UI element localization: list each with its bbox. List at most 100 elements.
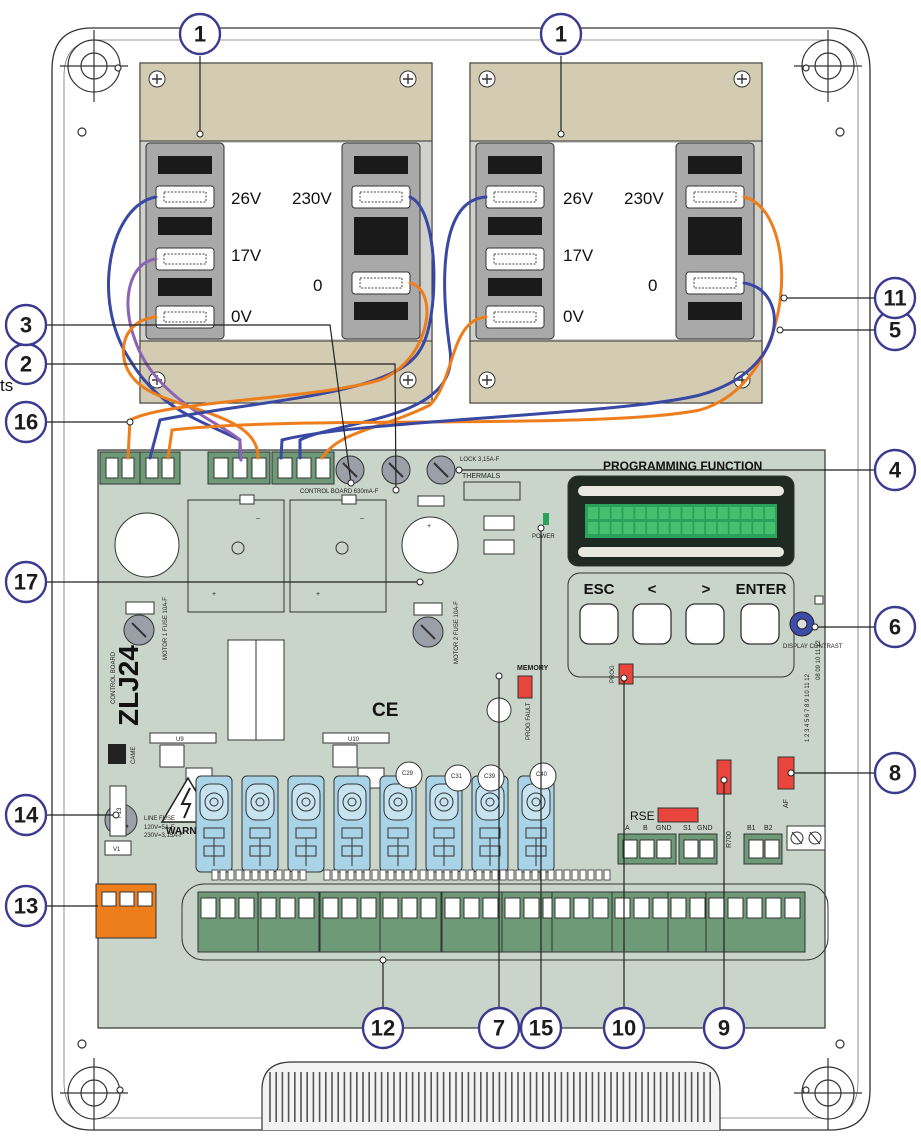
term-a: A: [625, 825, 630, 832]
thermals-label: THERMALS: [462, 473, 500, 480]
callout-12: 12: [371, 1016, 395, 1041]
terminal-block: [441, 891, 504, 953]
line-fuse-120: 120V=5A-F: [144, 825, 175, 831]
term-b: B: [643, 825, 648, 832]
callout-11: 11: [883, 286, 906, 311]
callout-bubble-15: [519, 1006, 563, 1050]
memory-label: MEMORY: [517, 665, 549, 672]
t1-label-230v: 230V: [292, 189, 332, 208]
svg-text:+: +: [427, 523, 431, 530]
terminal-block: [319, 891, 382, 953]
relay: [379, 775, 417, 873]
display-contrast-label: DISPLAY CONTRAST: [783, 644, 843, 650]
t2-label-17v: 17V: [563, 246, 594, 265]
terminal-block: [379, 891, 442, 953]
line-input-terminal: [95, 883, 157, 939]
control-board-fuse-label: CONTROL BOARD 630mA-F: [300, 489, 379, 495]
terminal-block: [551, 891, 614, 953]
callout-2: 2: [20, 352, 32, 377]
relay: [517, 775, 555, 873]
callout-15: 15: [529, 1016, 553, 1041]
term-b2: B2: [764, 825, 773, 832]
callout-16: 16: [14, 410, 38, 435]
left-button[interactable]: [632, 603, 672, 645]
wiring: [107, 195, 784, 462]
line-fuse-230: 230V=3,15A-F: [144, 833, 183, 839]
relay: [287, 775, 325, 873]
rse-label: RSE: [630, 809, 655, 823]
t1-label-17v: 17V: [231, 246, 262, 265]
board-model: ZLJ24: [113, 645, 144, 726]
btn-label-enter: ENTER: [736, 581, 787, 598]
right-button[interactable]: [685, 603, 725, 645]
label-v1: V1: [113, 847, 121, 853]
callout-6: 6: [889, 615, 901, 640]
prog-label: PROG: [610, 665, 616, 683]
vent-grille: [261, 1061, 721, 1130]
callout-bubble-9: [702, 1006, 746, 1050]
callout-bubble-14: [4, 793, 48, 837]
cap-c29: C29: [402, 771, 414, 777]
callout-bubble-4: [873, 448, 917, 492]
board-model-caption: CONTROL BOARD: [111, 651, 117, 704]
relay: [195, 775, 233, 873]
term-s1: S1: [683, 825, 692, 832]
transformer-1: 26V 17V 0V 230V 0: [139, 62, 433, 404]
terminal-block: [667, 891, 711, 953]
t2-label-26v: 26V: [563, 189, 594, 208]
callout-bubble-8: [873, 751, 917, 795]
cap-c40: C40: [536, 772, 548, 778]
cap-c31: C31: [451, 774, 463, 780]
callout-7: 7: [493, 1016, 505, 1041]
esc-button[interactable]: [579, 603, 619, 645]
margin-text-fragment: ts: [0, 376, 13, 395]
callout-bubble-1a: [178, 12, 222, 56]
relay: [425, 775, 463, 873]
prog-fault-label: PROG FAULT: [526, 702, 532, 740]
t2-label-0v: 0V: [563, 307, 584, 326]
terminal-block: [705, 891, 806, 953]
transformer-2: 26V 17V 0V 230V 0: [469, 62, 763, 404]
enter-button[interactable]: [740, 603, 780, 645]
terminal-block: [197, 891, 260, 953]
callout-bubble-12: [361, 1006, 405, 1050]
term-gnd2: GND: [697, 825, 713, 832]
brand-label: CAME: [131, 747, 137, 764]
lock-fuse-label: LOCK 3,15A-F: [460, 457, 500, 463]
callout-9: 9: [718, 1016, 730, 1041]
btn-label-right: >: [702, 581, 711, 598]
callout-1a: 1: [194, 22, 206, 47]
callout-4: 4: [889, 458, 902, 483]
t2-label-230v: 230V: [624, 189, 664, 208]
callout-14: 14: [14, 803, 39, 828]
u10-label: U10: [348, 737, 360, 743]
callout-bubble-1b: [539, 12, 583, 56]
dip-numbers-bottom: 08 09 10 11 12: [816, 640, 822, 680]
terminal-block: [257, 891, 320, 953]
callout-bubble-3: [4, 303, 48, 347]
t1-label-26v: 26V: [231, 189, 262, 208]
contrast-trimmer[interactable]: [789, 611, 815, 637]
r700-label: R700: [726, 831, 733, 848]
t1-label-0v: 0V: [231, 307, 252, 326]
callout-bubble-6: [873, 605, 917, 649]
callout-bubble-13: [4, 884, 48, 928]
callouts: [4, 12, 917, 1050]
label-f13: F13: [117, 807, 123, 818]
programming-title: PROGRAMMING FUNCTION: [603, 459, 762, 473]
callout-17: 17: [14, 570, 38, 595]
motor1-fuse-label: MOTOR 1 FUSE 10A-F: [163, 597, 169, 660]
callout-bubble-16: [4, 400, 48, 444]
callout-5: 5: [889, 318, 901, 343]
u9-label: U9: [176, 737, 184, 743]
corner-screws: [60, 30, 862, 1130]
term-b1: B1: [747, 825, 756, 832]
ce-mark: CE: [372, 700, 398, 721]
callout-bubble-7: [477, 1006, 521, 1050]
term-gnd1: GND: [656, 825, 672, 832]
btn-label-left: <: [648, 581, 657, 598]
power-label: POWER: [532, 534, 555, 540]
btn-label-esc: ESC: [584, 581, 615, 598]
callout-leaders: [40, 56, 878, 1008]
